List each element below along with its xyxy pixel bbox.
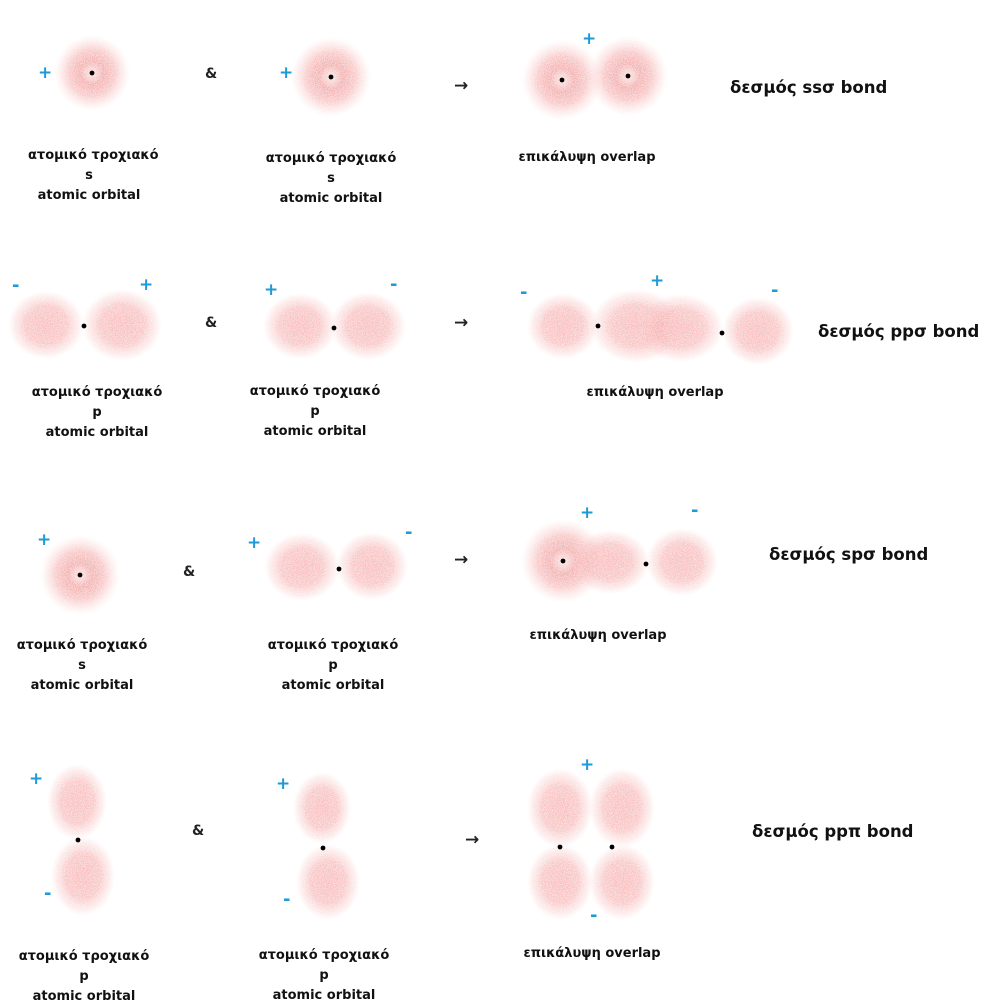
nucleus-dot (89, 70, 95, 76)
p-orbital-lobe (51, 836, 115, 916)
minus-sign: - (12, 275, 20, 296)
p-orbital-lobe (263, 293, 337, 359)
overlap-label: επικάλυψη overlap (518, 150, 656, 165)
nucleus-dot (328, 74, 334, 80)
row-title-pp-pi: δεσμός ppπ bond (752, 822, 914, 841)
nucleus-dot (609, 844, 615, 850)
nucleus-dot (560, 558, 566, 564)
minus-sign: - (405, 522, 413, 543)
nucleus-dot (625, 73, 631, 79)
nucleus-dot (643, 561, 649, 567)
p-orbital-lobe (646, 528, 718, 596)
row-title-pp-sigma: δεσμός ppσ bond (818, 322, 980, 341)
p-orbital-lobe (8, 291, 84, 359)
row-title-sp-sigma: δεσμός spσ bond (769, 545, 929, 564)
nucleus-dot (336, 566, 342, 572)
minus-sign: - (44, 883, 52, 904)
p-orbital-lobe (527, 293, 599, 359)
minus-sign: - (771, 280, 779, 301)
p-orbital-lobe (527, 768, 593, 848)
ampersand-symbol: & (205, 66, 218, 82)
overlap-label: επικάλυψη overlap (529, 628, 667, 643)
ampersand-symbol: & (192, 823, 205, 839)
plus-sign: + (247, 533, 262, 553)
arrow-symbol: → (454, 76, 469, 96)
nucleus-dot (559, 77, 565, 83)
nucleus-dot (320, 845, 326, 851)
minus-sign: - (390, 274, 398, 295)
arrow-symbol: → (454, 550, 469, 570)
nucleus-dot (77, 572, 83, 578)
p-orbital-lobe (264, 533, 340, 601)
nucleus-dot (595, 323, 601, 329)
plus-sign: + (38, 63, 53, 83)
p-orbital-lobe (296, 844, 360, 920)
nucleus-dot (719, 330, 725, 336)
nucleus-dot (331, 325, 337, 331)
plus-sign: + (29, 769, 44, 789)
arrow-symbol: → (454, 313, 469, 333)
minus-sign: - (691, 500, 699, 521)
p-orbital-lobe (527, 844, 593, 920)
plus-sign: + (279, 63, 294, 83)
p-orbital-lobe (636, 294, 724, 362)
p-orbital-lobe (589, 768, 655, 848)
p-orbital-lobe (330, 292, 406, 360)
plus-sign: + (264, 280, 279, 300)
plus-sign: + (650, 271, 665, 291)
plus-sign: + (580, 503, 595, 523)
overlap-label: επικάλυψη overlap (523, 946, 661, 961)
row-title-ss-sigma: δεσμός ssσ bond (730, 78, 888, 97)
overlap-label: επικάλυψη overlap (586, 385, 724, 400)
plus-sign: + (582, 29, 597, 49)
p-orbital-lobe (336, 532, 408, 600)
nucleus-dot (75, 837, 81, 843)
nucleus-dot (81, 323, 87, 329)
minus-sign: - (520, 282, 528, 303)
p-orbital-lobe (47, 764, 107, 840)
arrow-symbol: → (465, 830, 480, 850)
nucleus-dot (557, 844, 563, 850)
ampersand-symbol: & (183, 564, 196, 580)
plus-sign: + (276, 774, 291, 794)
p-orbital-lobe (293, 772, 351, 844)
minus-sign: - (283, 889, 291, 910)
minus-sign: - (590, 905, 598, 926)
p-orbital-lobe (570, 530, 650, 594)
p-orbital-lobe (589, 844, 655, 920)
ampersand-symbol: & (205, 315, 218, 331)
plus-sign: + (139, 275, 154, 295)
p-orbital-lobe (722, 297, 794, 365)
plus-sign: + (580, 755, 595, 775)
plus-sign: + (37, 530, 52, 550)
p-orbital-lobe (82, 289, 162, 361)
